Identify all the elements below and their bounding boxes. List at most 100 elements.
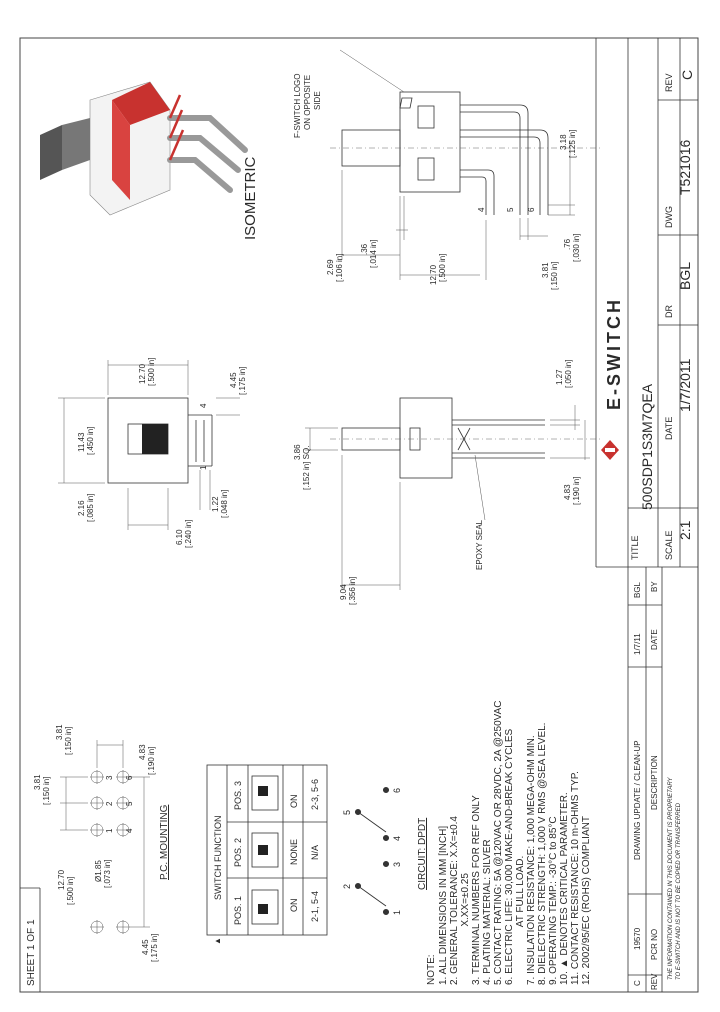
side-dim-d-in: [.190 in] <box>572 477 581 505</box>
actuator-icon <box>142 424 168 454</box>
top-dim-f: 1.22 <box>211 496 220 512</box>
note-line-4: 3. TERMINAL NUMBERS FOR REF ONLY <box>471 795 482 985</box>
circuit-pin-4: 4 <box>392 836 402 841</box>
pc-pin-6: 6 <box>125 775 134 780</box>
dr-value: BGL <box>677 262 693 290</box>
rev-by-header: BY <box>650 581 659 592</box>
pc-dim-d4: 4.83 <box>138 744 147 760</box>
sheet-number: SHEET 1 OF 1 <box>26 919 37 986</box>
right-view: 4 5 6 F-SWITCH LOGO ON OPPOSITE SIDE 2.6… <box>293 49 600 290</box>
note-line-14: 12. 2002/95/EC (ROHS) COMPLIANT <box>581 816 592 985</box>
pc-dim-d2-in: [.150 in] <box>64 727 73 755</box>
proprietary-line-1: THE INFORMATION CONTAINED IN THIS DOCUME… <box>668 777 674 980</box>
right-dim-e-in: [.030 in] <box>572 234 581 262</box>
pos1-header: POS. 1 <box>233 896 243 925</box>
top-dim-b-in: [.500 in] <box>147 358 156 386</box>
dwg-label: DWG <box>664 206 674 228</box>
pos2-header: POS. 2 <box>233 838 243 867</box>
circuit-pin-5: 5 <box>342 810 352 815</box>
rev-desc-value: DRAWING UPDATE / CLEAN-UP <box>633 740 642 860</box>
top-dim-e-in: [.240 in] <box>184 520 193 548</box>
pc-mounting: P.C. MOUNTING 1 2 3 4 5 6 3.81 [.150 i <box>33 724 170 962</box>
title-label: TITLE <box>630 535 640 560</box>
switch-function-table: SWITCH FUNCTION POS. 1 POS. 2 POS. 3 ON … <box>206 764 328 945</box>
right-dim-f: 3.18 <box>559 134 568 150</box>
rev-date-header: DATE <box>650 629 659 650</box>
note-line-13: 11. CONTACT RESISTANCE: 10 m-OHMS TYP. <box>570 771 581 985</box>
switch-function-title: SWITCH FUNCTION <box>213 816 223 901</box>
right-dim-e: .76 <box>563 238 572 250</box>
side-dim-c-in: [.050 in] <box>564 360 573 388</box>
proprietary-line-2: TO E-SWITCH AND IS NOT TO BE COPIED OR T… <box>676 802 682 980</box>
pos1-actuator-icon <box>251 889 279 925</box>
rev-label: REV <box>664 73 674 92</box>
rev-desc-header: DESCRIPTION <box>650 755 659 810</box>
sheet-border <box>19 37 699 993</box>
right-dim-d: 3.81 <box>541 262 550 278</box>
notes-block: NOTE: 1. ALL DIMENSIONS IN MM [INCH] 2. … <box>426 701 592 985</box>
top-dim-f-in: [.048 in] <box>220 490 229 518</box>
top-dim-d-in: [.085 in] <box>86 494 95 522</box>
note-line-12: 10. ▲ DENOTES CRITICAL PARAMETER. <box>559 792 570 985</box>
note-line-8: AT FULL LOAD. <box>515 856 526 985</box>
top-dim-c: 4.45 <box>229 372 238 388</box>
top-dim-b: 12.70 <box>138 363 147 384</box>
part-number: 500SDP1S3M7QEA <box>639 383 655 510</box>
pos3-actuator-icon <box>251 775 279 811</box>
right-dim-b: .36 <box>360 243 369 255</box>
circuit-pin-6: 6 <box>392 788 402 793</box>
logo-note-3: SIDE <box>313 91 322 110</box>
pos3-connection: 2-3, 5-6 <box>310 779 320 810</box>
pos3-state: ON <box>289 795 299 809</box>
note-line-11: 9. OPERATING TEMP.: -30°C to 85°C <box>548 816 559 985</box>
top-dim-a-in: [.450 in] <box>86 427 95 455</box>
title-block: REV C DWG T521016 DR BGL DATE 1/7/2011 S… <box>595 38 698 568</box>
pos2-connection: N/A <box>310 845 320 860</box>
right-dim-c: 12.70 <box>429 264 438 285</box>
top-view: 4 1 11.43 [.450 in] 12.70 [.500 in] 4.45… <box>58 358 247 548</box>
isometric-red-block <box>112 82 170 125</box>
scale-value: 2:1 <box>677 520 693 540</box>
date-value: 1/7/2011 <box>677 358 693 412</box>
circuit-pin-3: 3 <box>392 862 402 867</box>
pc-dim-d6-in: [.175 in] <box>150 934 159 962</box>
side-dim-a-in: [.152 in] SQ. <box>302 446 311 490</box>
pc-dim-d4-in: [.190 in] <box>147 747 156 775</box>
side-view: 3.86 [.152 in] SQ. 9.04 [.356 in] 1.27 [… <box>293 360 600 605</box>
pc-pin-3: 3 <box>105 775 114 780</box>
top-pin-1: 1 <box>199 465 208 470</box>
pos1-state: ON <box>289 899 299 913</box>
pc-pin-2: 2 <box>105 801 114 806</box>
rev-pcr-header: PCR NO <box>650 929 659 960</box>
pc-pin-5: 5 <box>125 801 134 806</box>
pos2-actuator-icon <box>251 832 279 868</box>
pos1-connection: 2-1, 5-4 <box>310 891 320 922</box>
note-line-2: 2. GENERAL TOLERANCE: X.X=±0.4 <box>449 816 460 985</box>
isometric-view: ISOMETRIC <box>40 81 259 240</box>
side-dim-a: 3.86 <box>293 444 302 460</box>
note-line-9: 7. INSULATION RESISTANCE: 1,000 MEGA-OHM… <box>526 735 537 985</box>
dr-label: DR <box>664 305 674 318</box>
pos2-state: NONE <box>289 839 299 865</box>
rev-rev-header: REV <box>650 973 659 990</box>
circuit-pin-2: 2 <box>342 884 352 889</box>
rev-value: C <box>679 70 695 80</box>
note-line-10: 8. DIELECTRIC STRENGTH: 1,000 V RMS @SEA… <box>537 723 548 985</box>
rev-rev-value: C <box>633 980 642 986</box>
side-dim-b-in: [.356 in] <box>348 577 357 605</box>
rev-by-value: BGL <box>633 581 642 598</box>
circuit-label: CIRCUIT: DPDT <box>417 818 428 890</box>
side-dim-d: 4.83 <box>563 484 572 500</box>
top-pin-4: 4 <box>199 403 208 408</box>
pc-dim-d1: 3.81 <box>33 774 42 790</box>
logo-note-1: F-SWITCH LOGO <box>293 74 302 138</box>
epoxy-seal-label: EPOXY SEAL <box>475 519 484 570</box>
pc-dim-d5: Ø1.85 <box>94 860 103 882</box>
sheet-label-box: SHEET 1 OF 1 <box>20 887 41 992</box>
circuit-pin-1: 1 <box>392 910 402 915</box>
top-dim-a: 11.43 <box>77 432 86 452</box>
rev-date-value: 1/7/11 <box>633 633 642 655</box>
logo-mark-icon <box>601 440 619 460</box>
pc-mounting-label: P.C. MOUNTING <box>159 804 170 880</box>
